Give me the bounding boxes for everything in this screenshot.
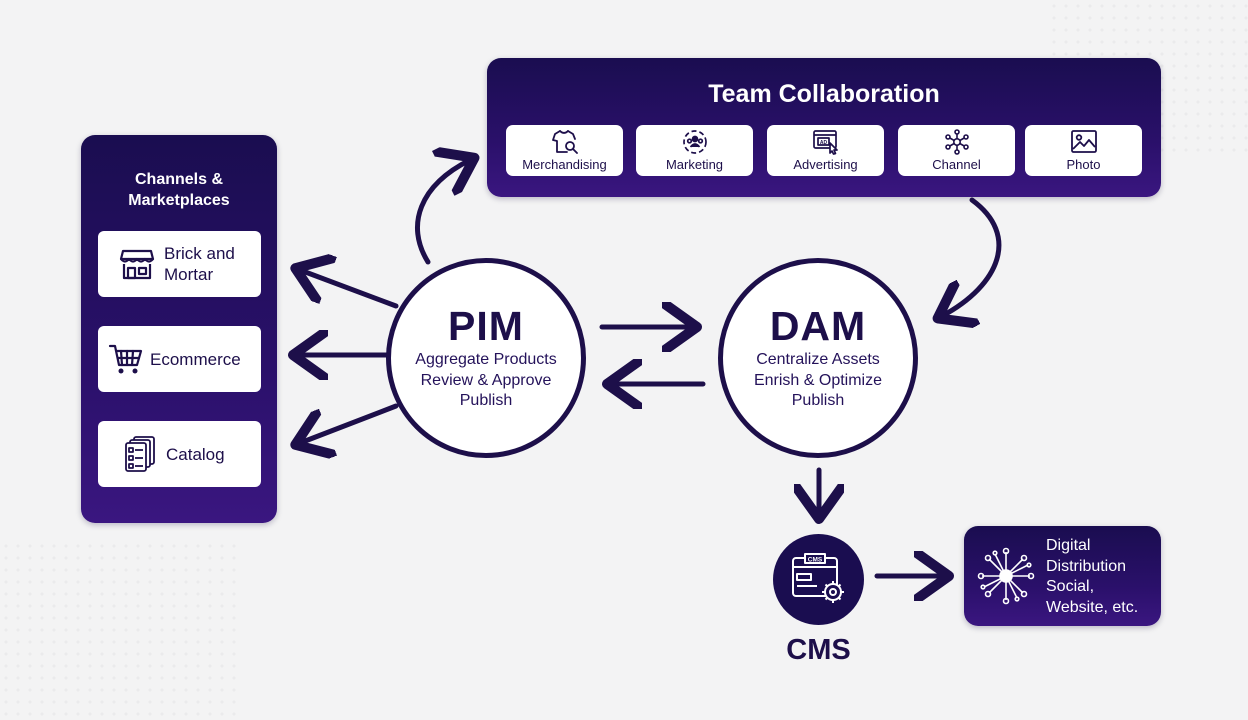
dam-title: DAM xyxy=(769,303,867,349)
network-hub-icon xyxy=(945,129,969,155)
channels-panel: Channels & Marketplaces Brick and Mortar xyxy=(81,135,277,523)
pim-line-review: Review & Approve xyxy=(420,372,552,389)
channel-label-mortar: Mortar xyxy=(164,265,214,284)
background-dots xyxy=(0,540,240,720)
arrow-pim-to-team xyxy=(415,160,470,265)
team-card-merchandising[interactable]: Merchandising xyxy=(506,125,623,176)
team-label-channel: Channel xyxy=(932,157,981,172)
channels-title: Channels & Marketplaces xyxy=(128,171,230,209)
cms-label: CMS xyxy=(786,634,851,666)
cms-settings-icon: CMS xyxy=(792,553,844,603)
channel-card-catalog[interactable]: Catalog xyxy=(98,421,261,487)
arrow-pim-to-catalog xyxy=(300,403,399,443)
team-label-merchandising: Merchandising xyxy=(522,157,607,172)
arrow-pim-to-brick xyxy=(300,270,399,309)
team-card-marketing[interactable]: Marketing xyxy=(636,125,753,176)
team-collaboration-panel: Team Collaboration Merchandising Marketi… xyxy=(487,58,1161,197)
digital-text: Digital Distribution Social, Website, et… xyxy=(1046,536,1138,618)
digital-line-1: Digital xyxy=(1046,537,1091,554)
pim-line-publish: Publish xyxy=(459,392,513,409)
team-card-advertising[interactable]: AD Advertising xyxy=(767,125,884,176)
channel-label-catalog: Catalog xyxy=(166,444,225,464)
storefront-icon xyxy=(119,249,155,280)
team-card-photo[interactable]: Photo xyxy=(1025,125,1142,176)
team-people-icon xyxy=(683,130,707,154)
image-icon xyxy=(1071,130,1097,153)
dam-circle: DAM Centralize Assets Enrish & Optimize … xyxy=(718,258,918,458)
team-card-channel[interactable]: Channel xyxy=(898,125,1015,176)
tshirt-search-icon xyxy=(552,130,578,154)
cms-circle: CMS xyxy=(773,534,864,625)
dam-line-publish: Publish xyxy=(791,392,845,409)
digital-distribution-panel: Digital Distribution Social, Website, et… xyxy=(964,526,1161,626)
arrow-team-to-dam xyxy=(942,197,1002,316)
distribution-network-icon xyxy=(977,547,1035,605)
team-label-photo: Photo xyxy=(1066,157,1101,172)
digital-line-3: Social, xyxy=(1046,578,1095,595)
channel-label-brick: Brick and xyxy=(164,244,235,263)
shopping-cart-icon xyxy=(108,344,143,374)
channel-label-ecommerce: Ecommerce xyxy=(150,349,241,369)
pim-circle: PIM Aggregate Products Review & Approve … xyxy=(386,258,586,458)
digital-line-2: Distribution xyxy=(1046,557,1127,575)
channel-card-ecommerce[interactable]: Ecommerce xyxy=(98,326,261,392)
dam-line-centralize: Centralize Assets xyxy=(756,351,880,368)
channel-card-brick-and-mortar[interactable]: Brick and Mortar xyxy=(98,231,261,297)
pim-title: PIM xyxy=(448,303,524,349)
svg-text:AD: AD xyxy=(820,140,828,146)
team-title: Team Collaboration xyxy=(708,80,940,108)
team-label-advertising: Advertising xyxy=(793,157,858,172)
pim-line-aggregate: Aggregate Products xyxy=(415,351,557,368)
ad-cursor-icon: AD xyxy=(813,130,838,155)
catalog-icon xyxy=(125,436,155,472)
cms-badge-text: CMS xyxy=(808,557,823,564)
digital-line-4: Website, etc. xyxy=(1046,598,1139,616)
dam-line-enrish: Enrish & Optimize xyxy=(753,372,883,389)
team-label-marketing: Marketing xyxy=(665,157,724,172)
